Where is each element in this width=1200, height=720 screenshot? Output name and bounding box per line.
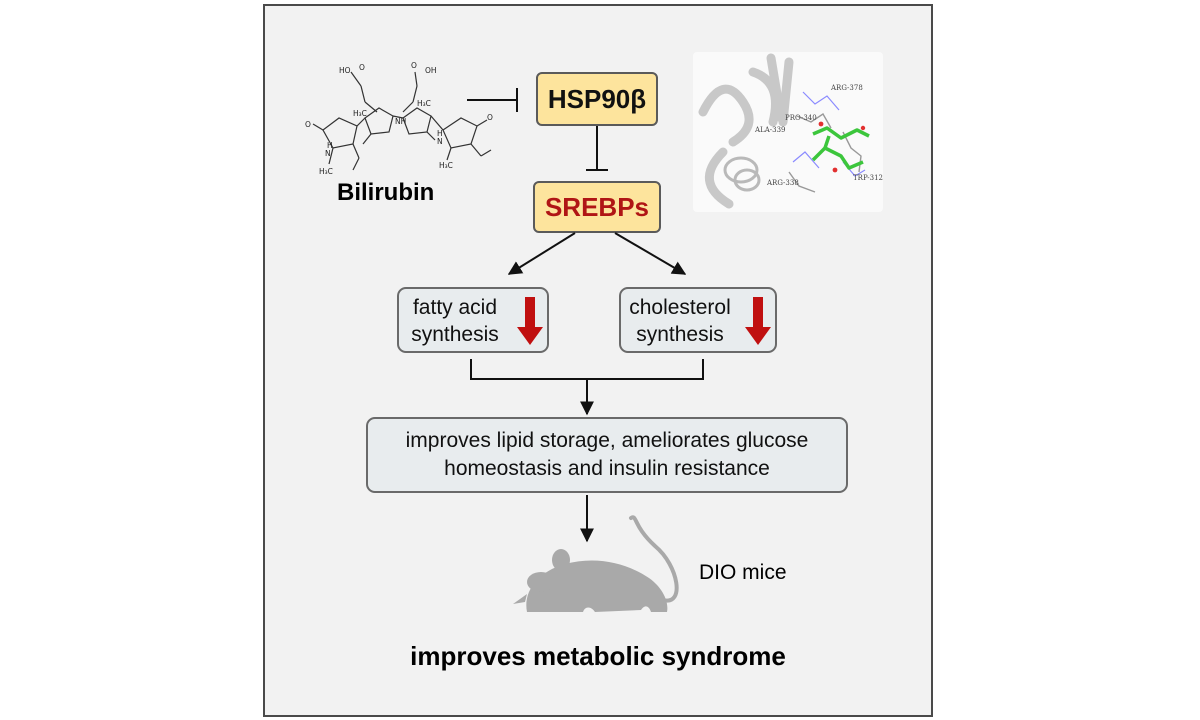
- atom-label: H₃C: [439, 161, 453, 170]
- hsp90b-label: HSP90β: [547, 83, 647, 114]
- atom-label: H: [437, 129, 443, 138]
- result-label: improves metabolic syndrome: [410, 641, 786, 671]
- effect-line2: synthesis: [636, 323, 724, 346]
- down-arrow-icon: [745, 297, 771, 345]
- outcome-line2: homeostasis and insulin resistance: [444, 457, 770, 480]
- atom-label: H₃C: [353, 109, 367, 118]
- bilirubin-structure: HO O OH O H₃C H₃C N H NH N H O O H₃C H₃C: [305, 61, 493, 176]
- dio-mice-label: DIO mice: [699, 561, 787, 584]
- docking-image: ARG-378 PRO-340 ALA-339 ARG-338 TRP-312: [693, 52, 883, 212]
- srebps-box: SREBPs: [533, 181, 661, 233]
- atom-label: N: [437, 137, 443, 146]
- bilirubin-label: Bilirubin: [337, 179, 435, 206]
- effect-box-cholesterol: cholesterol synthesis: [619, 287, 777, 353]
- atom-label: O: [411, 61, 417, 70]
- outcome-box: improves lipid storage, ameliorates gluc…: [366, 417, 848, 493]
- atom-label: OH: [425, 66, 437, 75]
- residue-label: PRO-340: [785, 114, 817, 122]
- atom-label: HO: [339, 66, 351, 75]
- hsp90b-box: HSP90β: [536, 72, 658, 126]
- mouse-icon: [513, 515, 679, 612]
- inhibition-arrow-bilirubin: [467, 88, 518, 112]
- atom-label: N: [325, 149, 331, 158]
- residue-label: TRP-312: [853, 174, 883, 182]
- effect-line2: synthesis: [411, 323, 499, 346]
- effect-line1: cholesterol: [629, 296, 731, 319]
- effect-line1: fatty acid: [412, 296, 498, 319]
- outcome-line1: improves lipid storage, ameliorates gluc…: [405, 429, 809, 452]
- residue-label: ALA-339: [754, 126, 786, 134]
- branch-arrows: [470, 232, 704, 543]
- diagram-panel: HO O OH O H₃C H₃C N H NH N H O O H₃C H₃C…: [263, 4, 933, 717]
- srebps-label: SREBPs: [544, 191, 650, 222]
- residue-label: ARG-378: [830, 84, 863, 92]
- atom-label: H₃C: [319, 167, 333, 176]
- residue-label: ARG-338: [766, 179, 799, 187]
- atom-label: H: [327, 141, 333, 150]
- down-arrow-icon: [517, 297, 543, 345]
- atom-label: NH: [395, 117, 406, 126]
- atom-label: H₃C: [417, 99, 431, 108]
- atom-label: O: [305, 120, 311, 129]
- atom-label: O: [359, 63, 365, 72]
- atom-label: O: [487, 113, 493, 122]
- inhibition-arrow-hsp90b: [586, 126, 608, 171]
- effect-box-fatty-acid: fatty acid synthesis: [397, 287, 549, 353]
